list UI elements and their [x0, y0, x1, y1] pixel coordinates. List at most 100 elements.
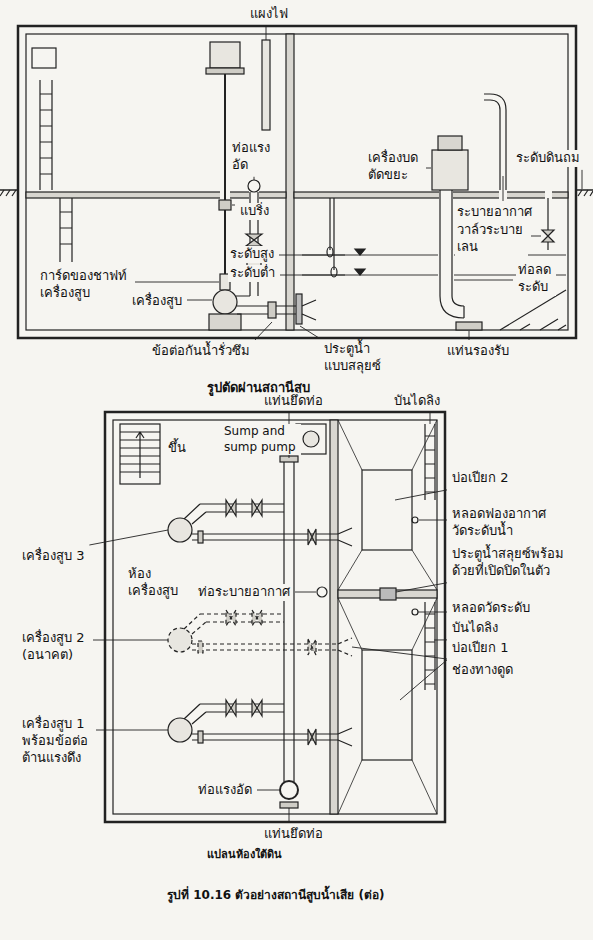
- leader-line: [93, 640, 168, 641]
- callout-label: เครื่องสูบ: [130, 293, 184, 310]
- callout-label: แท่นรองรับ: [445, 343, 511, 360]
- callout-label: ขึ้น: [166, 440, 188, 457]
- callout-label: บ่อเปียก 1: [450, 640, 510, 657]
- section-view-part: [60, 198, 72, 262]
- callout-label: แท่นยึดท่อ: [262, 393, 325, 410]
- section-view-part: [248, 180, 260, 192]
- leader-line: [582, 170, 583, 189]
- leader-line: [280, 275, 345, 276]
- callout-label: เครื่องสูบ 2 (อนาคต): [20, 630, 90, 664]
- plan-title: แปลนห้องใต้ดิน: [205, 848, 284, 862]
- callout-label: หลอดวัดระดับ: [450, 600, 532, 617]
- section-view-part: [294, 192, 568, 198]
- section-view-part: [210, 42, 240, 68]
- plan-view-part: [105, 412, 445, 822]
- plan-view-part: [362, 470, 412, 550]
- callout-label: ท่อลด ระดับ: [516, 262, 556, 296]
- leader-line: [255, 322, 272, 340]
- leader-line: [279, 255, 345, 256]
- leader-line: [396, 583, 447, 592]
- plan-view-part: [412, 609, 418, 615]
- plan-view-part: [338, 420, 437, 590]
- leader-line: [434, 639, 447, 640]
- callout-label: บันไดลิง: [450, 620, 500, 637]
- section-view-part: [331, 267, 337, 277]
- section-view-part: [26, 34, 568, 330]
- section-view-part: [438, 136, 462, 150]
- leader-line: [289, 808, 290, 823]
- plan-view-part: [168, 700, 352, 746]
- section-view: [0, 26, 593, 338]
- callout-label: หลอดฟองอากาศ วัดระดับน้ำ: [450, 506, 551, 540]
- callout-label: แผงไฟ: [248, 6, 290, 23]
- section-view-part: [26, 192, 286, 198]
- callout-label: ท่อระบายอากาศ: [196, 584, 292, 601]
- section-view-part: [296, 294, 302, 324]
- callout-label: บันไดลิง: [392, 393, 442, 410]
- section-view-part: [520, 319, 566, 330]
- plan-view-part: [330, 420, 338, 814]
- section-view-part: [18, 26, 576, 338]
- leader-line: [295, 592, 316, 593]
- plan-view-part: [412, 517, 418, 523]
- callout-label: ระดับดินถม: [514, 150, 582, 167]
- callout-label: ประตูน้ำสลุยซ์พร้อม ด้วยที่เปิดปิดในตัว: [450, 546, 569, 580]
- section-view-part: [500, 290, 566, 330]
- section-view-part: [206, 68, 244, 74]
- leader-line: [135, 282, 219, 283]
- callout-label: แบริ่ง: [238, 203, 271, 220]
- callout-label: ข้อต่อกันน้ำรั่วซึม: [150, 343, 252, 360]
- leader-line: [300, 326, 319, 338]
- section-view-part: [213, 290, 237, 314]
- plan-view-part: [168, 500, 352, 546]
- section-view-part-part: [545, 191, 552, 199]
- leader-line: [254, 177, 255, 180]
- callout-label: ช่องทางดูด: [450, 662, 515, 679]
- plan-view-part: [317, 587, 327, 597]
- callout-label: เครื่องบด ตัดขยะ: [366, 150, 423, 184]
- leader-line: [96, 730, 168, 731]
- section-view-part: [246, 234, 262, 246]
- callout-label: แท่นยึดท่อ: [262, 826, 325, 843]
- section-view-part: [542, 230, 554, 242]
- plan-view-part: [280, 781, 298, 799]
- leader-line: [426, 168, 431, 169]
- leader-line: [469, 331, 470, 340]
- section-view-part: [440, 296, 464, 318]
- leader-line: [418, 612, 447, 613]
- section-view-part: [224, 74, 226, 290]
- leader-line: [232, 205, 235, 206]
- leader-line: [400, 660, 447, 700]
- leader-line: [395, 490, 447, 500]
- section-view-part: [327, 247, 333, 257]
- callout-label: เครื่องสูบ 1 พร้อมข้อต่อ ต้านแรงดึง: [20, 716, 93, 767]
- section-view-part: [32, 48, 56, 68]
- callout-label: ระดับต่ำ: [228, 265, 277, 282]
- leader-line: [257, 790, 279, 791]
- plan-view-part: [380, 588, 396, 600]
- section-view-part: [355, 249, 365, 275]
- section-view-part: [330, 198, 334, 270]
- callout-label: บ่อเปียก 2: [450, 470, 510, 487]
- callout-label: เครื่องสูบ 3: [20, 548, 86, 565]
- callout-label: ระดับสูง: [228, 246, 276, 263]
- callout-label: Sump and sump pump: [222, 424, 301, 455]
- callout-label: ระบายอากาศ: [455, 204, 534, 221]
- section-view-part: [0, 189, 593, 191]
- plan-view-part: [168, 610, 352, 656]
- section-view-part: [440, 190, 452, 296]
- section-view-part: [456, 322, 482, 330]
- section-view-part: [220, 191, 552, 199]
- leader-line: [531, 236, 541, 237]
- plan-view-part: [280, 802, 298, 808]
- section-view-part: [302, 300, 316, 320]
- plan-view-part: [362, 650, 412, 760]
- section-view-part: [219, 200, 231, 210]
- plan-view-part: [338, 598, 437, 814]
- plan-view-part: [303, 431, 319, 447]
- section-view-part: [286, 34, 294, 330]
- leader-line: [503, 176, 504, 201]
- plan-view: [105, 412, 445, 822]
- plan-view-part: [120, 424, 160, 484]
- section-view-part: [40, 80, 52, 190]
